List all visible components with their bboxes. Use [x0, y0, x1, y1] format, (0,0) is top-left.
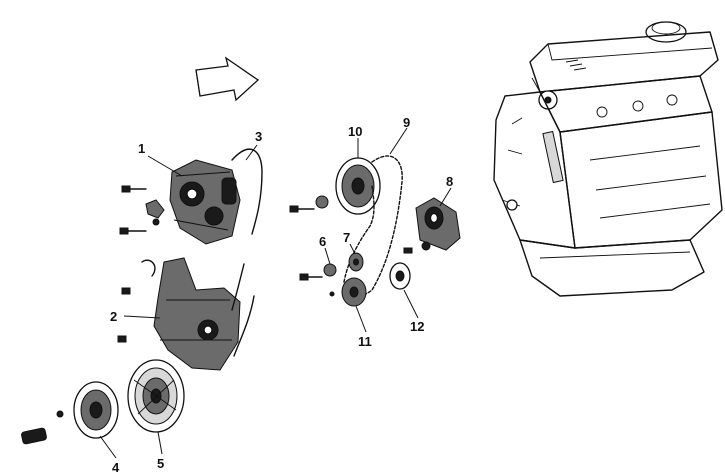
part-1-water-pump: [169, 159, 241, 245]
direction-arrow-icon: [195, 56, 260, 102]
part-2-timing-cover: [117, 257, 255, 371]
callout-8: 8: [446, 174, 453, 189]
callout-9: 9: [403, 115, 410, 130]
callout-1: 1: [138, 141, 145, 156]
callout-5: 5: [157, 456, 164, 471]
callout-6: 6: [319, 234, 326, 249]
part-7-washer: [329, 252, 364, 297]
part-3-gasket: [231, 148, 263, 235]
callout-numbers: 1 2 3 4 5 6 7 8 9 10 11 12: [110, 115, 453, 475]
part-5-crankshaft-pulley: [127, 359, 185, 433]
callout-3: 3: [255, 129, 262, 144]
callout-11: 11: [358, 334, 372, 349]
engine-block: [493, 21, 723, 297]
part-1-bolts: [119, 185, 165, 235]
part-6-idler-bolt: [299, 263, 337, 281]
part-4-pulley: [21, 381, 119, 445]
callout-7: 7: [343, 230, 350, 245]
part-8-tensioner: [403, 197, 461, 254]
part-11-crank-sprocket: [341, 277, 367, 307]
leader-lines: [99, 127, 452, 459]
part-10-camshaft-sprocket: [289, 157, 381, 215]
callout-10: 10: [348, 124, 362, 139]
callout-2: 2: [110, 309, 117, 324]
callout-12: 12: [410, 319, 424, 334]
callout-4: 4: [112, 460, 120, 475]
part-12-idler-pulley: [389, 262, 411, 290]
